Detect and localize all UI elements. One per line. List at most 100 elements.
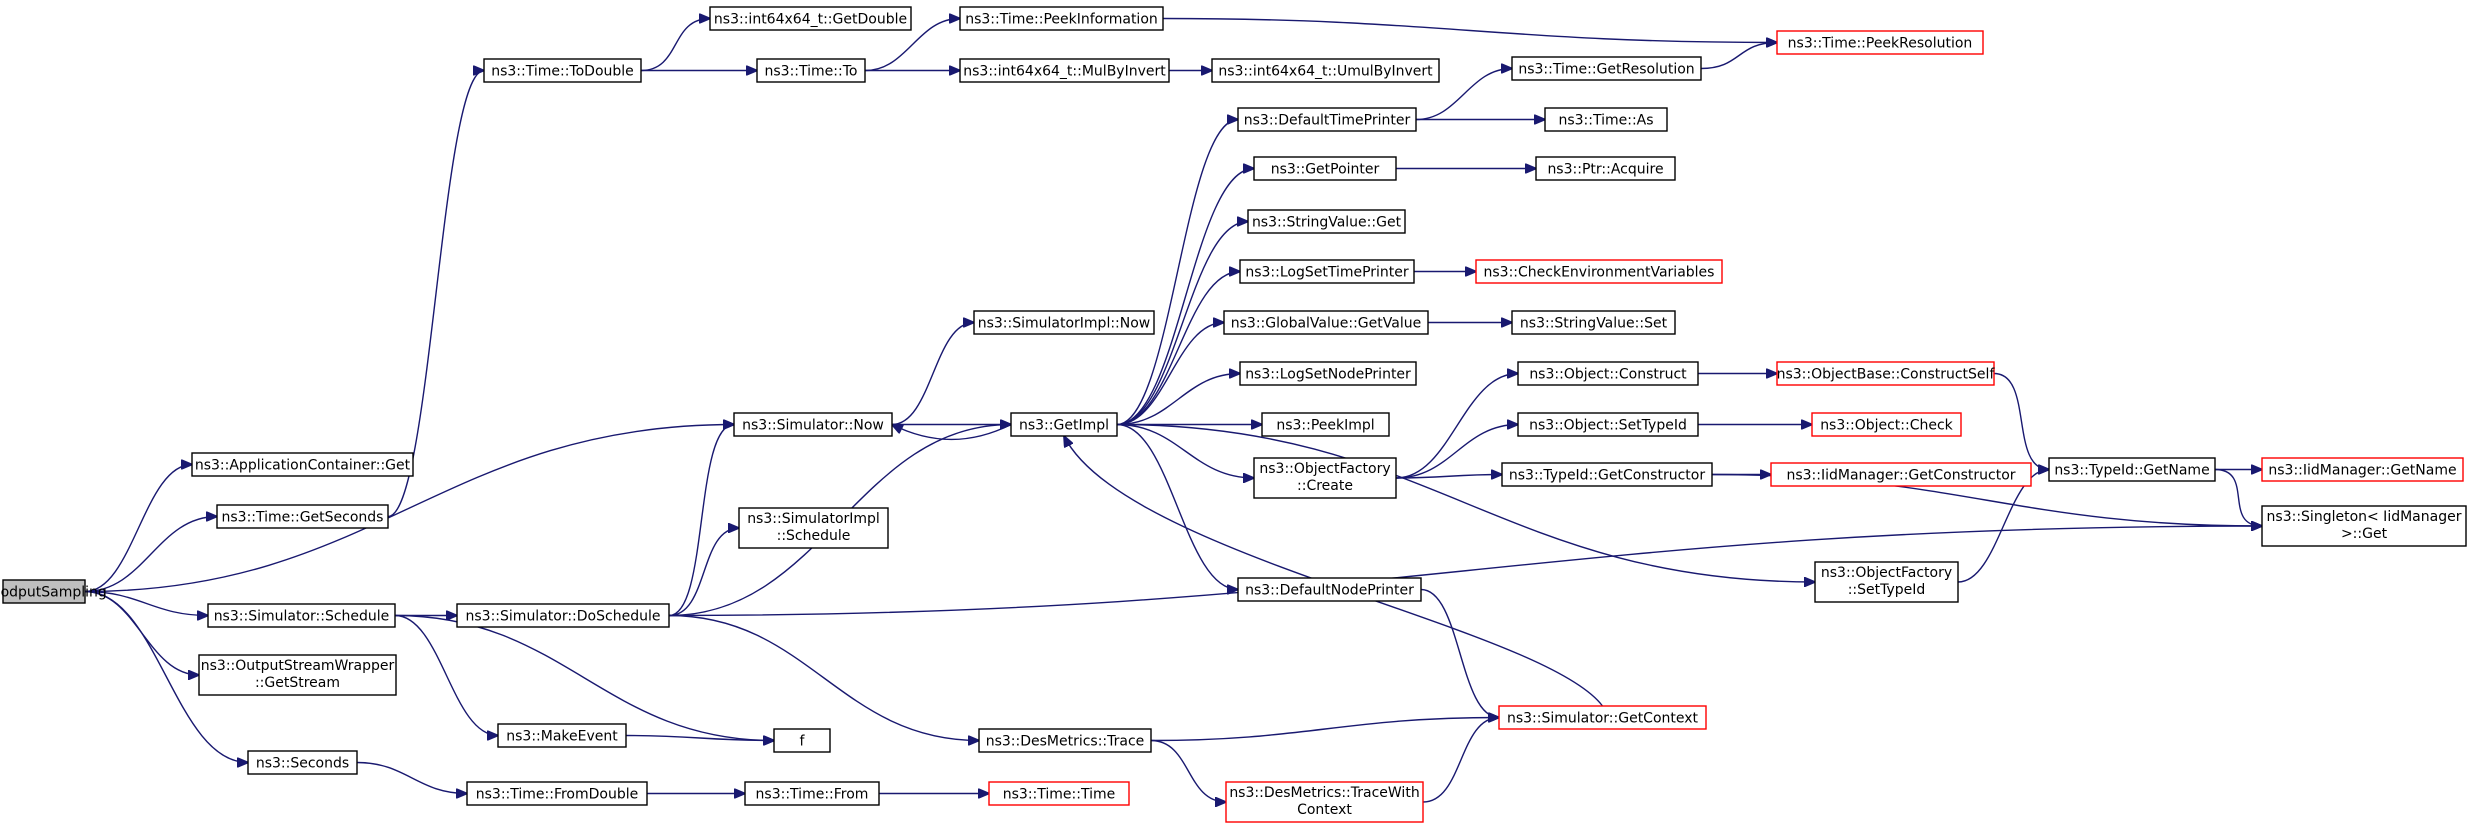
node-box-singletonget (2261, 505, 2467, 547)
edge-getimpl-to-globalget (1116, 323, 1224, 426)
node-box-appget (191, 452, 414, 477)
node-box-getseconds (216, 504, 389, 529)
node-box-oswgetstream (198, 654, 397, 696)
node-root[interactable]: GoodputSampling (0, 579, 107, 604)
node-getpointer[interactable]: ns3::GetPointer (1253, 156, 1397, 181)
node-simimplschedule[interactable]: ns3::SimulatorImpl::Schedule (738, 507, 889, 549)
node-label-objfactcreate-line1: ::Create (1297, 478, 1353, 494)
edge-getimpl-to-deftimeprinter (1116, 120, 1238, 426)
node-checkenv[interactable]: ns3::CheckEnvironmentVariables (1475, 259, 1723, 284)
node-f[interactable]: f (773, 728, 831, 753)
node-getseconds[interactable]: ns3::Time::GetSeconds (216, 504, 389, 529)
node-simdoschedule[interactable]: ns3::Simulator::DoSchedule (456, 603, 670, 628)
node-box-typeidgetname (2048, 457, 2216, 482)
edge-simschedule-to-makeevent (394, 614, 498, 736)
node-defnodeprinter[interactable]: ns3::DefaultNodePrinter (1237, 577, 1422, 602)
edge-getimpl-to-simnow (892, 425, 1012, 441)
node-strvalset[interactable]: ns3::StringValue::Set (1511, 310, 1676, 335)
node-timeto[interactable]: ns3::Time::To (756, 58, 866, 83)
node-label-objsettypeid: ns3::Object::SetTypeId (1529, 418, 1687, 434)
node-box-mulbyinvert (959, 58, 1170, 83)
edge-simdoschedule-to-desmetricstrace (668, 614, 979, 741)
node-box-simimplschedule (738, 507, 889, 549)
node-label-simimplnow: ns3::SimulatorImpl::Now (978, 316, 1151, 332)
node-globalget[interactable]: ns3::GlobalValue::GetValue (1223, 310, 1429, 335)
node-peekinfo[interactable]: ns3::Time::PeekInformation (959, 6, 1164, 31)
edge-root-to-seconds (84, 590, 248, 763)
node-objconstruct[interactable]: ns3::Object::Construct (1517, 361, 1699, 386)
node-objsettypeid[interactable]: ns3::Object::SetTypeId (1517, 412, 1699, 437)
node-label-timetime: ns3::Time::Time (1003, 787, 1115, 803)
node-simgetcontext[interactable]: ns3::Simulator::GetContext (1498, 705, 1707, 730)
node-objfactsettypeid[interactable]: ns3::ObjectFactory::SetTypeId (1814, 561, 1959, 603)
node-label-ptracquire: ns3::Ptr::Acquire (1547, 162, 1663, 178)
node-label-simschedule: ns3::Simulator::Schedule (214, 609, 390, 625)
node-box-peekimpl (1261, 412, 1390, 437)
edge-simnow-to-simimplnow (891, 323, 974, 426)
node-box-seconds (247, 750, 358, 775)
node-objfactcreate[interactable]: ns3::ObjectFactory::Create (1253, 457, 1397, 499)
node-box-getpointer (1253, 156, 1397, 181)
node-box-todouble (483, 58, 642, 83)
node-seconds[interactable]: ns3::Seconds (247, 750, 358, 775)
node-label-checkenv: ns3::CheckEnvironmentVariables (1484, 265, 1715, 281)
node-constructself[interactable]: ns3::ObjectBase::ConstructSelf (1776, 361, 1996, 386)
node-oswgetstream[interactable]: ns3::OutputStreamWrapper::GetStream (198, 654, 397, 696)
node-simschedule[interactable]: ns3::Simulator::Schedule (207, 603, 396, 628)
node-iidgetcons[interactable]: ns3::IidManager::GetConstructor (1770, 462, 2032, 487)
node-objcheck[interactable]: ns3::Object::Check (1811, 412, 1962, 437)
node-mulbyinvert[interactable]: ns3::int64x64_t::MulByInvert (959, 58, 1170, 83)
node-box-timefrom (744, 781, 880, 806)
node-makeevent[interactable]: ns3::MakeEvent (497, 723, 627, 748)
node-label-getimpl: ns3::GetImpl (1019, 418, 1109, 434)
node-simimplnow[interactable]: ns3::SimulatorImpl::Now (973, 310, 1155, 335)
node-box-objcheck (1811, 412, 1962, 437)
node-ptracquire[interactable]: ns3::Ptr::Acquire (1535, 156, 1676, 181)
edge-timeto-to-peekinfo (864, 19, 960, 72)
node-timefrom[interactable]: ns3::Time::From (744, 781, 880, 806)
node-simnow[interactable]: ns3::Simulator::Now (733, 412, 893, 437)
node-box-getimpl (1010, 412, 1118, 437)
node-typeidgetcons[interactable]: ns3::TypeId::GetConstructor (1501, 462, 1713, 487)
node-label-timeas: ns3::Time::As (1558, 113, 1653, 129)
node-box-logsettime (1239, 259, 1415, 284)
node-desmetricstrace[interactable]: ns3::DesMetrics::Trace (978, 728, 1152, 753)
node-deftimeprinter[interactable]: ns3::DefaultTimePrinter (1237, 107, 1417, 132)
node-timetime[interactable]: ns3::Time::Time (988, 781, 1130, 806)
node-logsetnode[interactable]: ns3::LogSetNodePrinter (1239, 361, 1417, 386)
node-logsettime[interactable]: ns3::LogSetTimePrinter (1239, 259, 1415, 284)
node-label-f: f (800, 734, 806, 750)
node-label-typeidgetcons: ns3::TypeId::GetConstructor (1509, 468, 1705, 484)
node-timefromdouble[interactable]: ns3::Time::FromDouble (466, 781, 648, 806)
node-i64getdouble[interactable]: ns3::int64x64_t::GetDouble (709, 6, 912, 31)
edge-root-to-simnow (84, 425, 734, 593)
node-singletonget[interactable]: ns3::Singleton< IidManager >::Get (2261, 505, 2467, 547)
node-label-simdoschedule: ns3::Simulator::DoSchedule (466, 609, 661, 625)
node-umulbyinvert[interactable]: ns3::int64x64_t::UmulByInvert (1211, 58, 1440, 83)
edge-simdoschedule-to-simimplschedule (668, 528, 739, 617)
node-box-objfactcreate (1253, 457, 1397, 499)
node-todouble[interactable]: ns3::Time::ToDouble (483, 58, 642, 83)
node-appget[interactable]: ns3::ApplicationContainer::Get (191, 452, 414, 477)
node-label-i64getdouble: ns3::int64x64_t::GetDouble (714, 12, 907, 28)
edge-deftimeprinter-to-getresolution (1415, 69, 1512, 121)
edge-objfactcreate-to-typeidgetcons (1395, 475, 1502, 479)
node-box-constructself (1776, 361, 1995, 386)
node-box-checkenv (1475, 259, 1723, 284)
node-box-strvalset (1511, 310, 1676, 335)
node-timeas[interactable]: ns3::Time::As (1544, 107, 1668, 132)
node-peekimpl[interactable]: ns3::PeekImpl (1261, 412, 1390, 437)
node-box-simnow (733, 412, 893, 437)
node-box-logsetnode (1239, 361, 1417, 386)
node-typeidgetname[interactable]: ns3::TypeId::GetName (2048, 457, 2216, 482)
node-box-peekinfo (959, 6, 1164, 31)
node-strvalget[interactable]: ns3::StringValue::Get (1247, 209, 1406, 234)
node-getresolution[interactable]: ns3::Time::GetResolution (1511, 56, 1702, 81)
node-getimpl[interactable]: ns3::GetImpl (1010, 412, 1118, 437)
node-peekres[interactable]: ns3::Time::PeekResolution (1776, 30, 1984, 55)
edge-simdoschedule-to-simnow (668, 425, 734, 617)
node-box-ptracquire (1535, 156, 1676, 181)
node-iidgetname[interactable]: ns3::IidManager::GetName (2261, 457, 2464, 482)
